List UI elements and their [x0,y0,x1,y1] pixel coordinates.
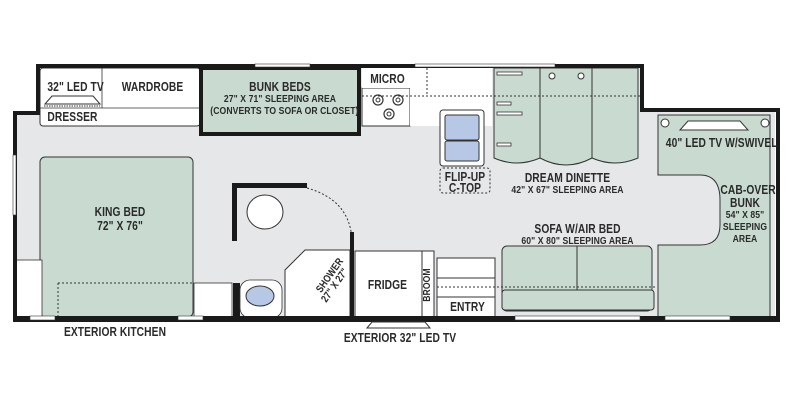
label-sofa-size: 60" X 80" SLEEPING AREA [521,235,634,247]
label-led-tv-40: 40" LED TV W/SWIVEL [665,136,778,150]
label-fridge: FRIDGE [367,278,408,292]
label-king-bed: KING BED [94,205,146,219]
cab-over-bunk [657,114,771,319]
king-bed [39,156,194,318]
exterior-tv-shape [365,321,432,329]
label-bunk-beds: BUNK BEDS [249,80,311,94]
label-flip-up: FLIP-UP [444,170,486,184]
exterior-wall [13,64,780,320]
tv-shape [43,95,102,105]
label-sofa: SOFA W/AIR BED [534,222,621,236]
label-king-size: 72" X 76" [97,219,143,233]
label-cab-bunk: BUNK [730,196,760,210]
label-broom: BROOM [420,268,433,302]
label-dinette-size: 42" X 67" SLEEPING AREA [511,184,624,196]
label-micro: MICRO [370,72,405,86]
label-wardrobe: WARDROBE [121,80,184,94]
label-exterior-tv: EXTERIOR 32" LED TV [343,331,457,345]
sofa-air-bed [437,245,655,312]
fridge [354,250,423,319]
label-cab-sleeping: SLEEPING [722,221,768,233]
label-bunk-size: 27" X 71" SLEEPING AREA [223,93,337,105]
label-entry: ENTRY [450,300,485,314]
label-cab-area: AREA [732,233,758,245]
label-exterior-kitchen: EXTERIOR KITCHEN [63,325,167,339]
label-c-top: C-TOP [448,181,482,195]
toilet-basin [245,285,275,307]
label-dresser: DRESSER [47,110,98,124]
label-cab-size: 54" X 85" [725,209,765,221]
label-dream-dinette: DREAM DINETTE [524,171,611,185]
label-bunk-note: (CONVERTS TO SOFA OR CLOSET) [210,105,359,117]
dinette-seats [493,67,640,166]
label-cab-over: CAB-OVER [720,183,776,197]
label-led-tv-32: 32" LED TV [47,80,104,94]
